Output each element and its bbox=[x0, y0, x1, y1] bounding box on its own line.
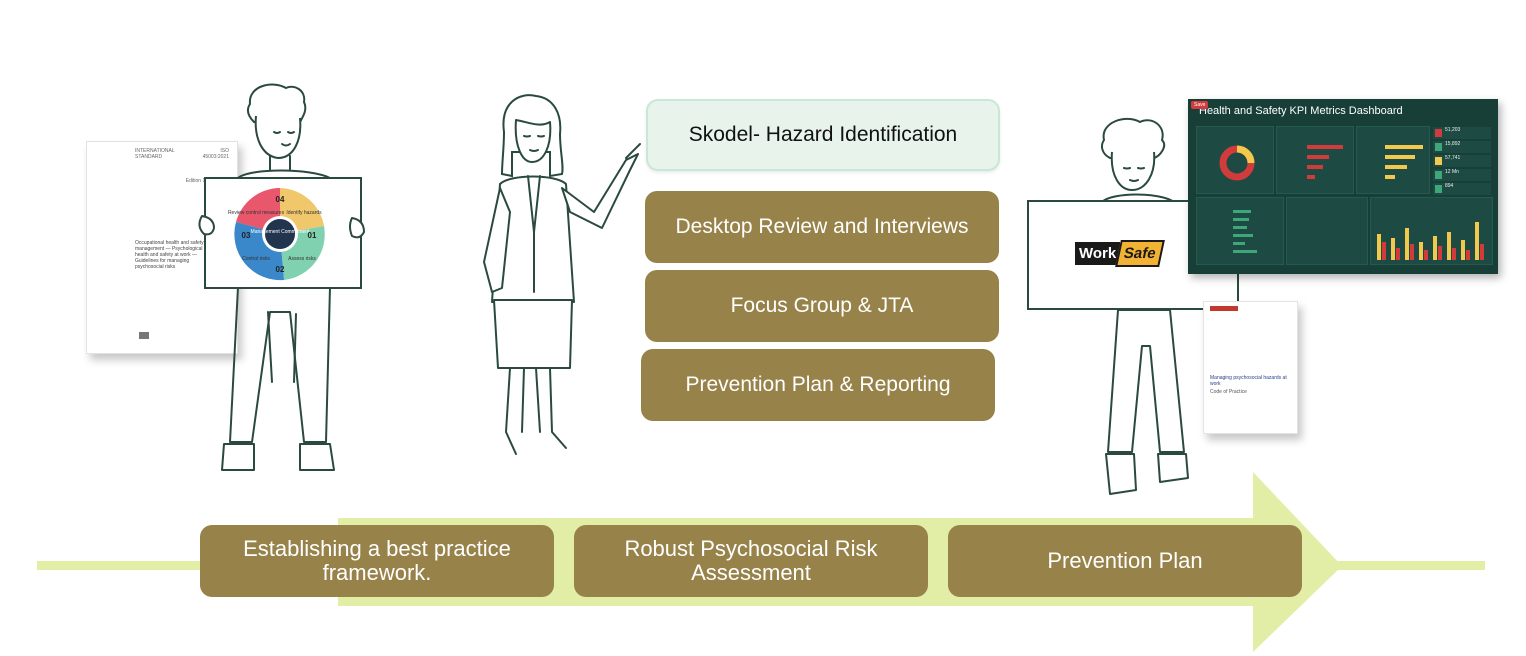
phase-label: Establishing a best practice framework. bbox=[243, 536, 511, 585]
dashboard-panel-bars-2 bbox=[1356, 126, 1430, 194]
dashboard-panel-columns bbox=[1370, 197, 1493, 265]
iso-header-right: ISO 45003:2021 bbox=[202, 148, 229, 160]
cop-title: Managing psychosocial hazards at work bbox=[1210, 375, 1287, 387]
iso-header-left: INTERNATIONAL STANDARD bbox=[135, 148, 175, 160]
wheel-center bbox=[265, 219, 295, 249]
dashboard-panel-donut bbox=[1196, 126, 1274, 194]
step-skodel-hazard-identification: Skodel- Hazard Identification bbox=[646, 99, 1000, 171]
cop-subtitle: Code of Practice bbox=[1210, 389, 1247, 395]
phase-label: Robust Psychosocial Risk Assessment bbox=[624, 536, 878, 585]
phase-psychosocial-risk-assessment: Robust Psychosocial Risk Assessment bbox=[574, 525, 928, 597]
woman-pointing-figure bbox=[483, 94, 641, 455]
step-label: Prevention Plan & Reporting bbox=[685, 373, 951, 396]
phase-prevention-plan: Prevention Plan bbox=[948, 525, 1302, 597]
wheel-num-02: 02 bbox=[276, 265, 285, 274]
dashboard-panel-hbars bbox=[1196, 197, 1284, 265]
wheel-num-04: 04 bbox=[276, 195, 285, 204]
wheel-label-assess: Assess risks bbox=[288, 256, 316, 262]
wheel-label-review: Review control measures bbox=[228, 210, 285, 216]
dashboard-title: Health and Safety KPI Metrics Dashboard bbox=[1199, 105, 1403, 117]
woman-sign-figure bbox=[1099, 117, 1189, 495]
iso-logo-icon bbox=[139, 332, 149, 339]
wheel-num-03: 03 bbox=[242, 231, 251, 240]
code-of-practice-document: Managing psychosocial hazards at work Co… bbox=[1203, 301, 1298, 434]
phase-label: Prevention Plan bbox=[1047, 548, 1203, 573]
cop-logo-icon bbox=[1210, 306, 1238, 311]
wheel-label-control: Control risks bbox=[242, 256, 270, 262]
step-focus-group: Focus Group & JTA bbox=[645, 270, 999, 342]
dashboard-save-badge: Save bbox=[1191, 101, 1209, 109]
dashboard-kpi: 15,892 bbox=[1433, 141, 1491, 153]
worksafe-logo-safe: Safe bbox=[1115, 239, 1165, 267]
dashboard-kpi: 12 Mn bbox=[1433, 169, 1491, 181]
framework-wheel: Management Commitment 04 01 02 03 Review… bbox=[228, 188, 325, 281]
man-figure bbox=[221, 83, 337, 471]
step-label: Desktop Review and Interviews bbox=[675, 215, 969, 238]
phase-best-practice-framework: Establishing a best practice framework. bbox=[200, 525, 554, 597]
step-label: Focus Group & JTA bbox=[730, 294, 914, 317]
dashboard-kpi: 57,741 bbox=[1433, 155, 1491, 167]
wheel-label-identify: Identify hazards bbox=[286, 210, 322, 216]
step-desktop-review: Desktop Review and Interviews bbox=[645, 191, 999, 263]
man-hands bbox=[198, 215, 365, 239]
step-label: Skodel- Hazard Identification bbox=[688, 123, 958, 146]
worksafe-logo: Work Safe bbox=[1075, 239, 1165, 267]
dashboard-kpi: 51,203 bbox=[1433, 127, 1491, 139]
wheel-center-label: Management Commitment bbox=[251, 229, 311, 235]
kpi-dashboard-image: Save Health and Safety KPI Metrics Dashb… bbox=[1188, 99, 1498, 274]
iso-title: Occupational health and safety managemen… bbox=[135, 240, 204, 270]
worksafe-logo-work: Work bbox=[1075, 241, 1121, 265]
dashboard-kpi: 894 bbox=[1433, 183, 1491, 195]
dashboard-panel-bars-1 bbox=[1276, 126, 1354, 194]
wheel-num-01: 01 bbox=[308, 231, 317, 240]
step-prevention-plan-reporting: Prevention Plan & Reporting bbox=[641, 349, 995, 421]
dashboard-panel-table bbox=[1286, 197, 1368, 265]
